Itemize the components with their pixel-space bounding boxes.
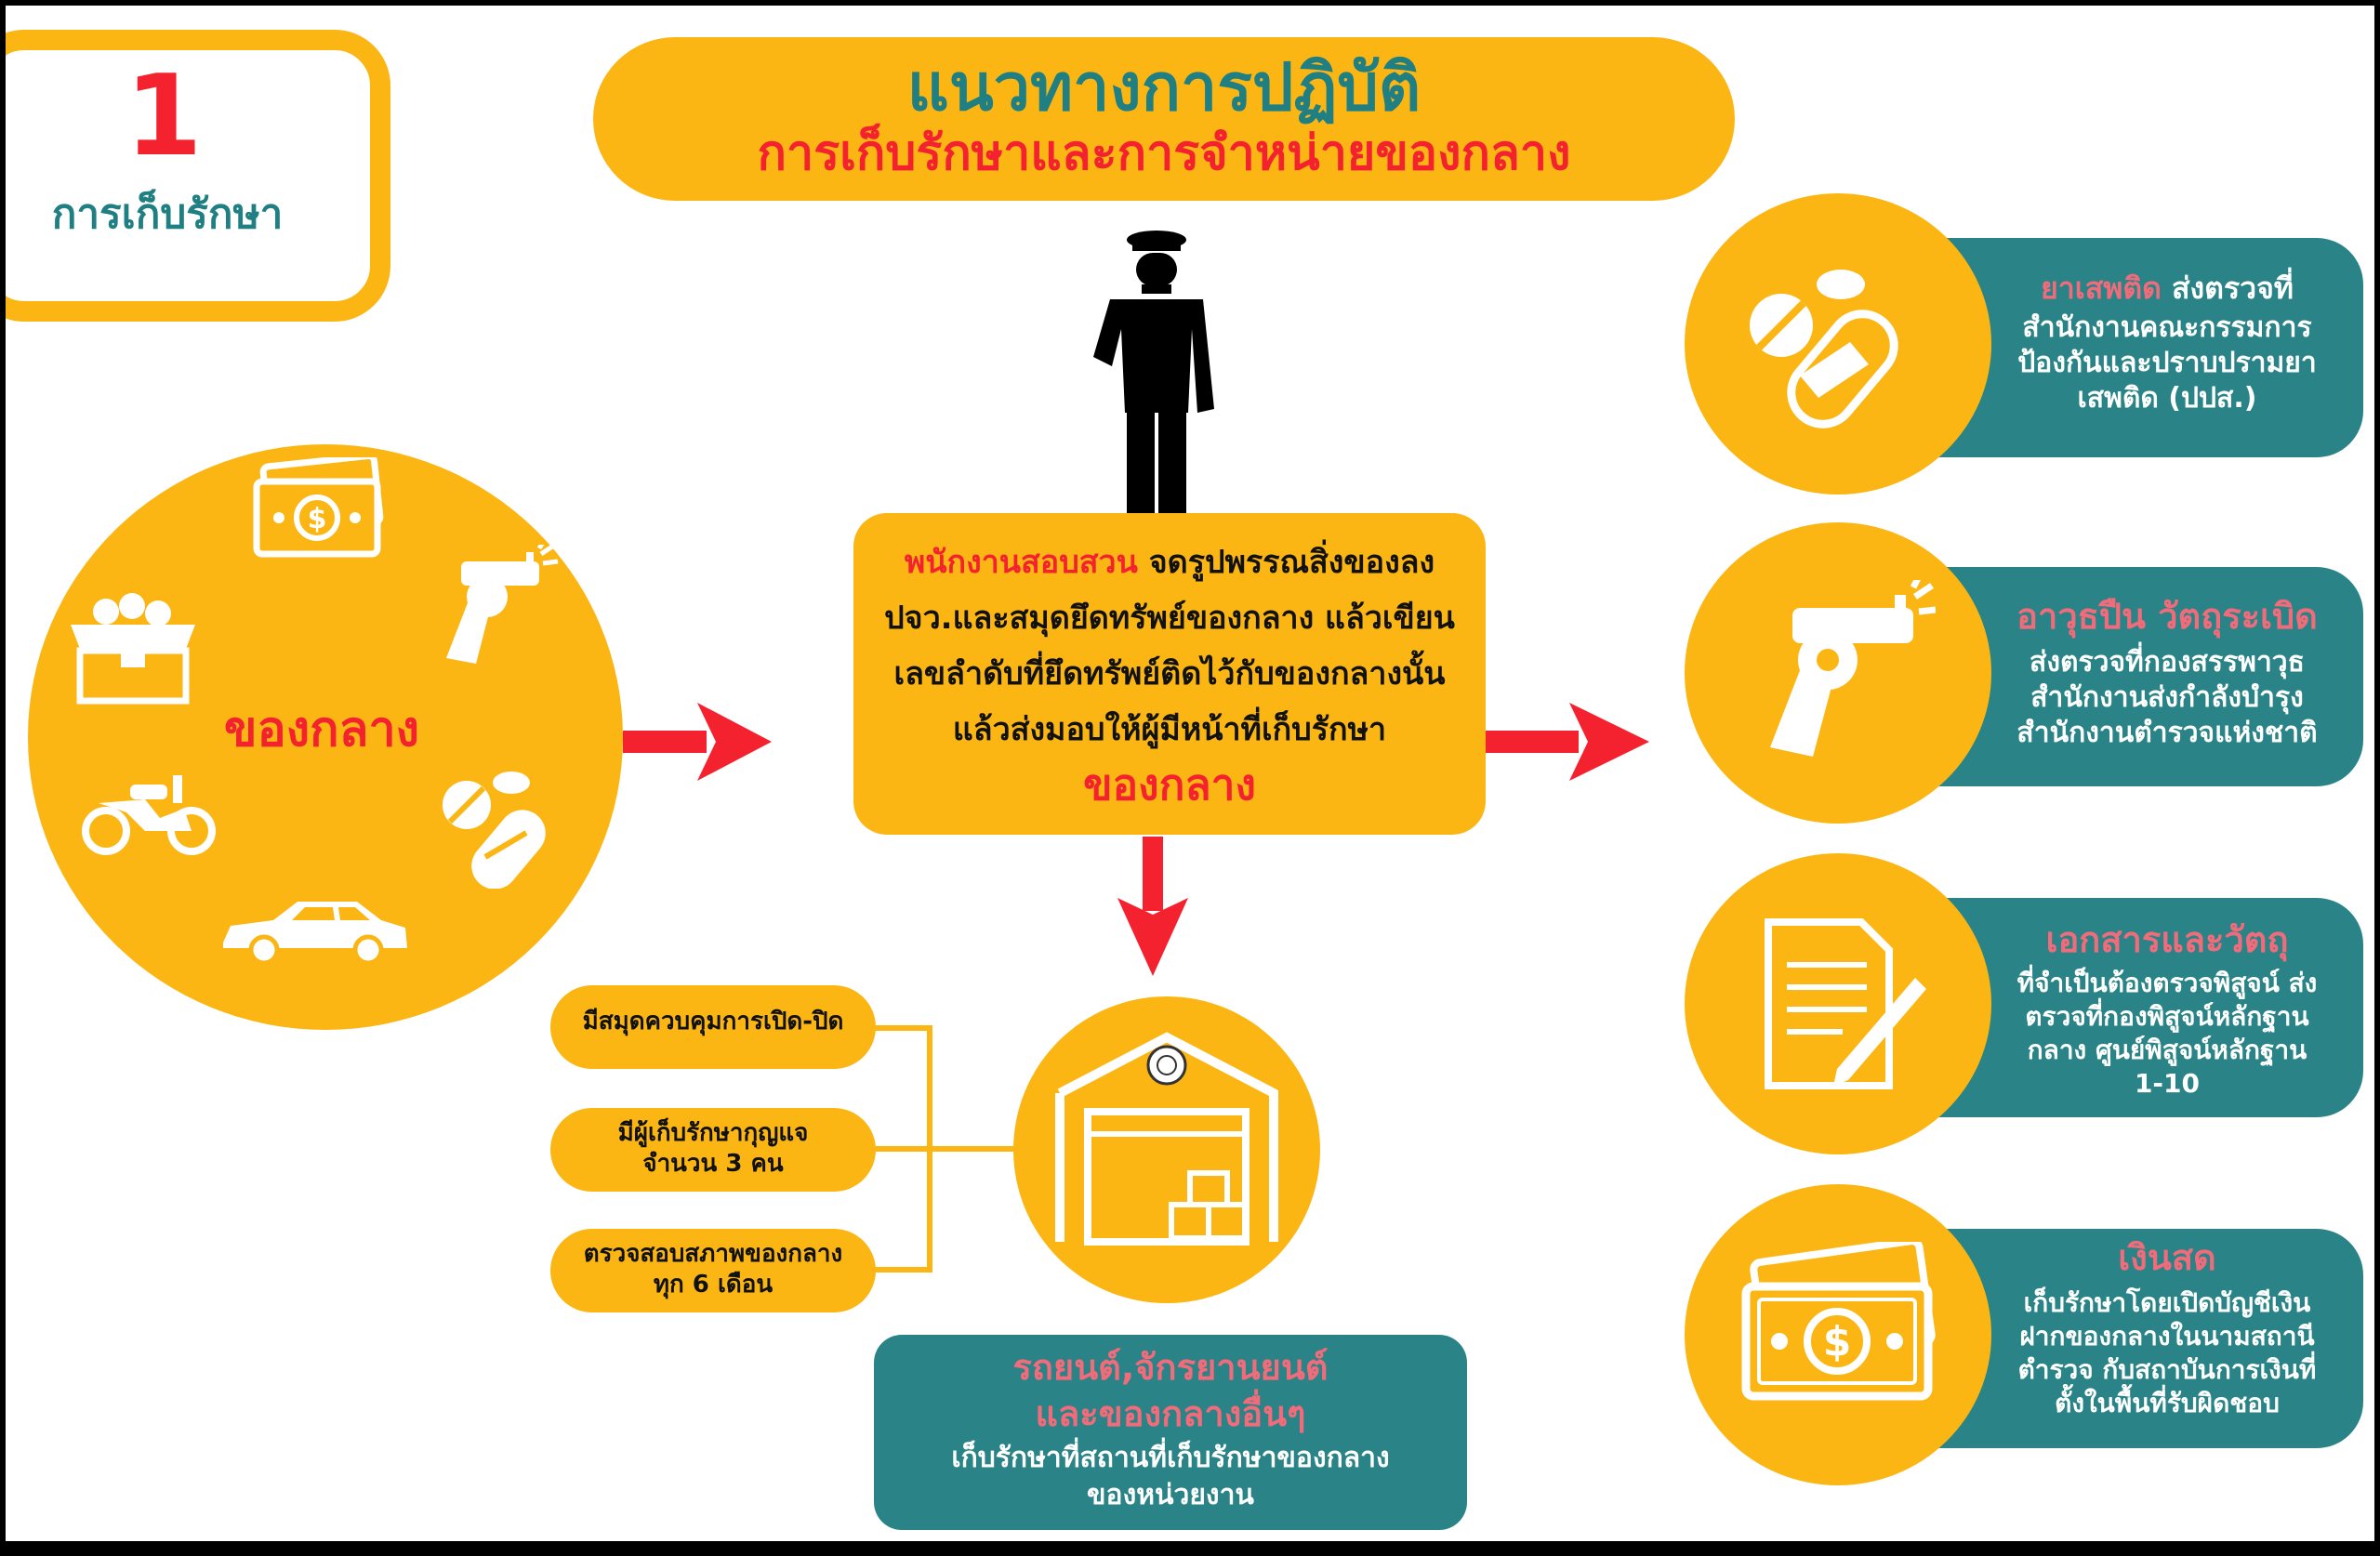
procedure-line-2: ปจว.และสมุดยึดทรัพย์ของกลาง แล้วเขียน (884, 600, 1455, 637)
motorcycle-icon (82, 775, 216, 855)
vehicles-box (874, 1335, 1467, 1530)
svg-text:$: $ (308, 503, 327, 535)
evidence-label: ของกลาง (223, 702, 420, 758)
category-documents-title: เอกสารและวัตถุ (2045, 919, 2289, 960)
storage-rule-2 (550, 1108, 876, 1192)
category-drugs-title: ยาเสพติด (2041, 270, 2162, 306)
step-badge (6, 30, 390, 322)
category-drugs-line-2: ป้องกันและปราบปรามยา (2017, 347, 2317, 379)
vehicles-body-2: ของหน่วยงาน (1087, 1479, 1254, 1511)
category-weapons-line-3: สำนักงานตำรวจแห่งชาติ (2016, 717, 2318, 749)
category-drugs-line-0: ยาเสพติด ส่งตรวจที่ (2041, 270, 2294, 306)
storage-rule-3-line-1: ตรวจสอบสภาพของกลาง (583, 1240, 843, 1268)
gun-icon (446, 545, 559, 664)
category-weapons-line-2: สำนักงานส่งกำลังบำรุง (2030, 681, 2304, 714)
page-subtitle: การเก็บรักษาและการจำหน่ายของกลาง (757, 125, 1571, 181)
category-documents-line-1: ที่จำเป็นต้องตรวจพิสูจน์ ส่ง (2016, 968, 2318, 998)
procedure-line-4: แล้วส่งมอบให้ผู้มีหน้าที่เก็บรักษา (952, 711, 1387, 748)
vehicles-title-1: รถยนต์,จักรยานยนต์ (1012, 1347, 1329, 1388)
storage-rule-3 (550, 1229, 876, 1312)
rule-connectors (870, 1025, 1019, 1272)
cash-icon: $ (1741, 1242, 1936, 1401)
category-documents-line-4: 1-10 (2134, 1068, 2201, 1099)
category-cash-line-1: เก็บรักษาโดยเปิดบัญชีเงิน (2023, 1287, 2311, 1318)
police-officer-icon (1093, 231, 1214, 513)
category-documents-circle (1685, 853, 1991, 1154)
storage-rule-2-line-1: มีผู้เก็บรักษากุญแจ (617, 1119, 809, 1147)
category-weapons-line-1: ส่งตรวจที่กองสรรพาวุธ (2030, 646, 2305, 679)
category-documents-line-2: ตรวจที่กองพิสูจน์หลักฐาน (2025, 1001, 2309, 1032)
arrow-down (1117, 837, 1188, 976)
category-drugs-circle (1685, 193, 1991, 494)
storage-rule-1 (550, 985, 876, 1069)
procedure-line-1: พนักงานสอบสวน จดรูปพรรณสิ่งของลง (904, 544, 1435, 581)
category-cash-title: เงินสด (2118, 1237, 2216, 1278)
pills-icon (443, 771, 546, 889)
category-cash-line-3: ตำรวจ กับสถาบันการเงินที่ (2017, 1354, 2317, 1385)
arrow-right-center (1486, 703, 1649, 781)
svg-text:$: $ (1823, 1318, 1852, 1365)
page-title: แนวทางการปฏิบัติ (906, 49, 1421, 125)
treasure-chest-icon (71, 593, 195, 705)
procedure-box (853, 513, 1486, 835)
arrow-right-left (623, 703, 772, 781)
storage-rule-2-line-2: จำนวน 3 คน (642, 1150, 784, 1178)
step-number: 1 (125, 52, 203, 181)
vehicles-title-2: และของกลางอื่นๆ (1035, 1393, 1306, 1434)
document-icon (1765, 918, 1926, 1089)
investigator-label: พนักงานสอบสวน (904, 544, 1138, 581)
warehouse-icon (1055, 1032, 1278, 1246)
cash-icon: $ (253, 457, 384, 558)
category-drugs-line-3: เสพติด (ปปส.) (2077, 382, 2257, 415)
storage-rule-1-text: มีสมุดควบคุมการเปิด-ปิด (582, 1008, 844, 1035)
category-drugs-line-1: สำนักงานคณะกรรมการ (2022, 311, 2312, 344)
pills-icon (1750, 270, 1898, 429)
category-weapons-title: อาวุธปืน วัตถุระเบิด (2016, 596, 2318, 637)
category-documents-line-3: กลาง ศูนย์พิสูจน์หลักฐาน (2027, 1035, 2307, 1065)
gun-icon (1770, 580, 1936, 757)
category-cash-line-2: ฝากของกลางในนามสถานี (2019, 1321, 2315, 1352)
infographic: 1 การเก็บรักษา แนวทางการปฏิบัติ การเก็บร… (6, 6, 2374, 1541)
storage-rule-3-line-2: ทุก 6 เดือน (653, 1271, 774, 1299)
step-label: การเก็บรักษา (51, 191, 284, 238)
car-icon (223, 902, 407, 966)
procedure-line-5: ของกลาง (1083, 759, 1256, 810)
header-banner (593, 37, 1735, 201)
procedure-line-3: เลขลำดับที่ยึดทรัพย์ติดไว้กับของกลางนั้น (893, 655, 1446, 692)
vehicles-body-1: เก็บรักษาที่สถานที่เก็บรักษาของกลาง (951, 1442, 1390, 1474)
category-cash-line-4: ตั้งในพื้นที่รับผิดชอบ (2055, 1388, 2280, 1418)
